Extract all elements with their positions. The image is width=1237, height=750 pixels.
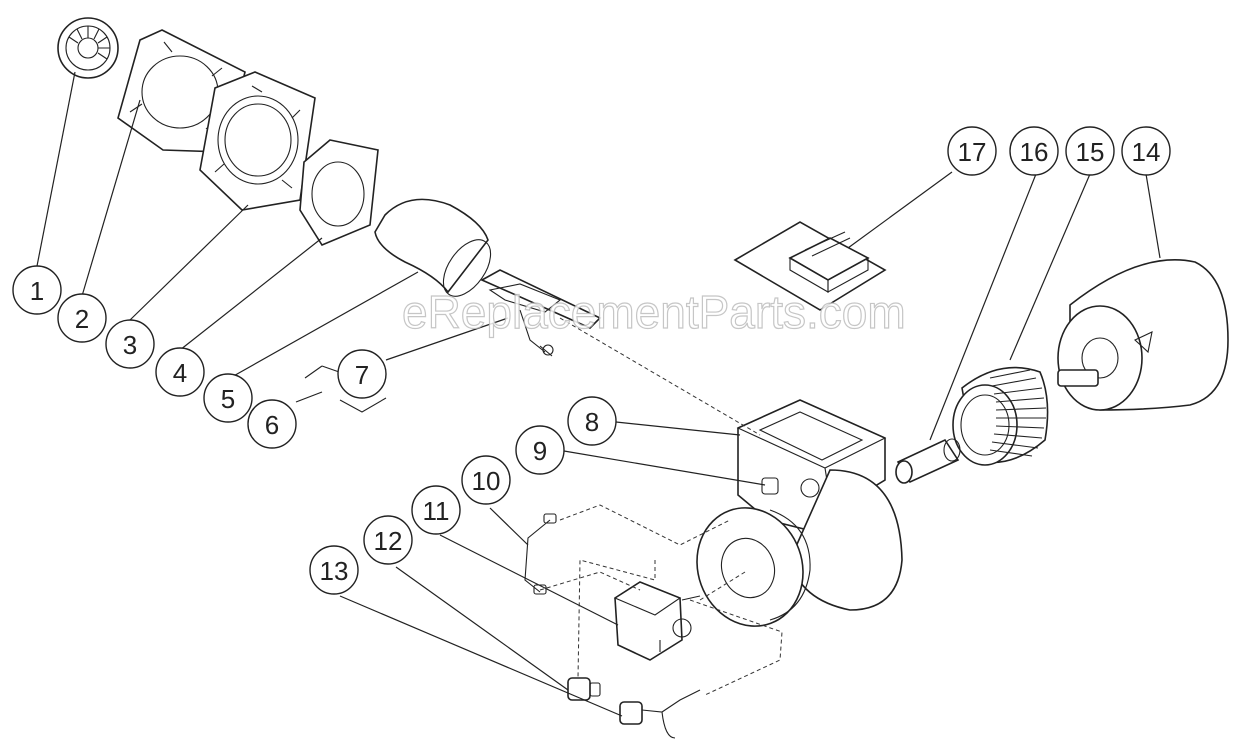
svg-text:13: 13 xyxy=(320,556,349,586)
callout-7: 7 xyxy=(337,349,387,399)
svg-text:10: 10 xyxy=(472,466,501,496)
svg-text:2: 2 xyxy=(75,304,89,334)
callout-8: 8 xyxy=(567,396,617,446)
callout-1: 1 xyxy=(12,265,62,315)
part-3-flange-plate xyxy=(199,71,316,211)
svg-text:17: 17 xyxy=(958,137,987,167)
svg-text:3: 3 xyxy=(123,330,137,360)
callout-13: 13 xyxy=(309,545,359,595)
callout-16: 16 xyxy=(1009,126,1059,176)
part-9-fitting xyxy=(761,477,779,495)
svg-text:7: 7 xyxy=(355,360,369,390)
callout-3: 3 xyxy=(105,319,155,369)
callout-2: 2 xyxy=(57,293,107,343)
callout-9: 9 xyxy=(515,425,565,475)
part-10-oil-line xyxy=(524,513,557,595)
part-17-control-board xyxy=(733,221,887,311)
assembly-dashed-lines xyxy=(539,317,783,696)
svg-text:16: 16 xyxy=(1020,137,1049,167)
callout-5: 5 xyxy=(203,373,253,423)
blower-cover xyxy=(696,507,811,627)
part-4-gasket xyxy=(299,139,379,246)
svg-text:1: 1 xyxy=(30,276,44,306)
part-15-blower-wheel xyxy=(952,366,1049,466)
svg-text:9: 9 xyxy=(533,436,547,466)
callout-12: 12 xyxy=(363,515,413,565)
svg-text:11: 11 xyxy=(423,496,450,526)
part-1-retention-head xyxy=(57,17,119,79)
callout-17: 17 xyxy=(947,126,997,176)
callout-6: 6 xyxy=(247,399,297,449)
part-16-coupling xyxy=(895,438,961,484)
part-8-burner-housing xyxy=(736,399,903,611)
watermark-text: eReplacementParts.com xyxy=(402,286,906,338)
part-7-electrode-assembly xyxy=(480,269,602,357)
part-12-solenoid xyxy=(567,677,601,701)
svg-text:8: 8 xyxy=(585,407,599,437)
callout-11: 11 xyxy=(411,485,461,535)
part-14-motor xyxy=(1057,259,1229,411)
svg-text:4: 4 xyxy=(173,358,187,388)
svg-text:6: 6 xyxy=(265,410,279,440)
callout-14: 14 xyxy=(1121,126,1171,176)
svg-text:15: 15 xyxy=(1076,137,1105,167)
svg-text:5: 5 xyxy=(221,384,235,414)
svg-text:12: 12 xyxy=(374,526,403,556)
part-5-air-tube xyxy=(374,198,492,297)
svg-text:14: 14 xyxy=(1132,137,1161,167)
part-11-fuel-pump xyxy=(613,581,701,661)
callout-4: 4 xyxy=(155,347,205,397)
callout-15: 15 xyxy=(1065,126,1115,176)
part-13-cord xyxy=(619,689,701,739)
leader-lines xyxy=(36,71,1161,717)
callout-10: 10 xyxy=(461,455,511,505)
